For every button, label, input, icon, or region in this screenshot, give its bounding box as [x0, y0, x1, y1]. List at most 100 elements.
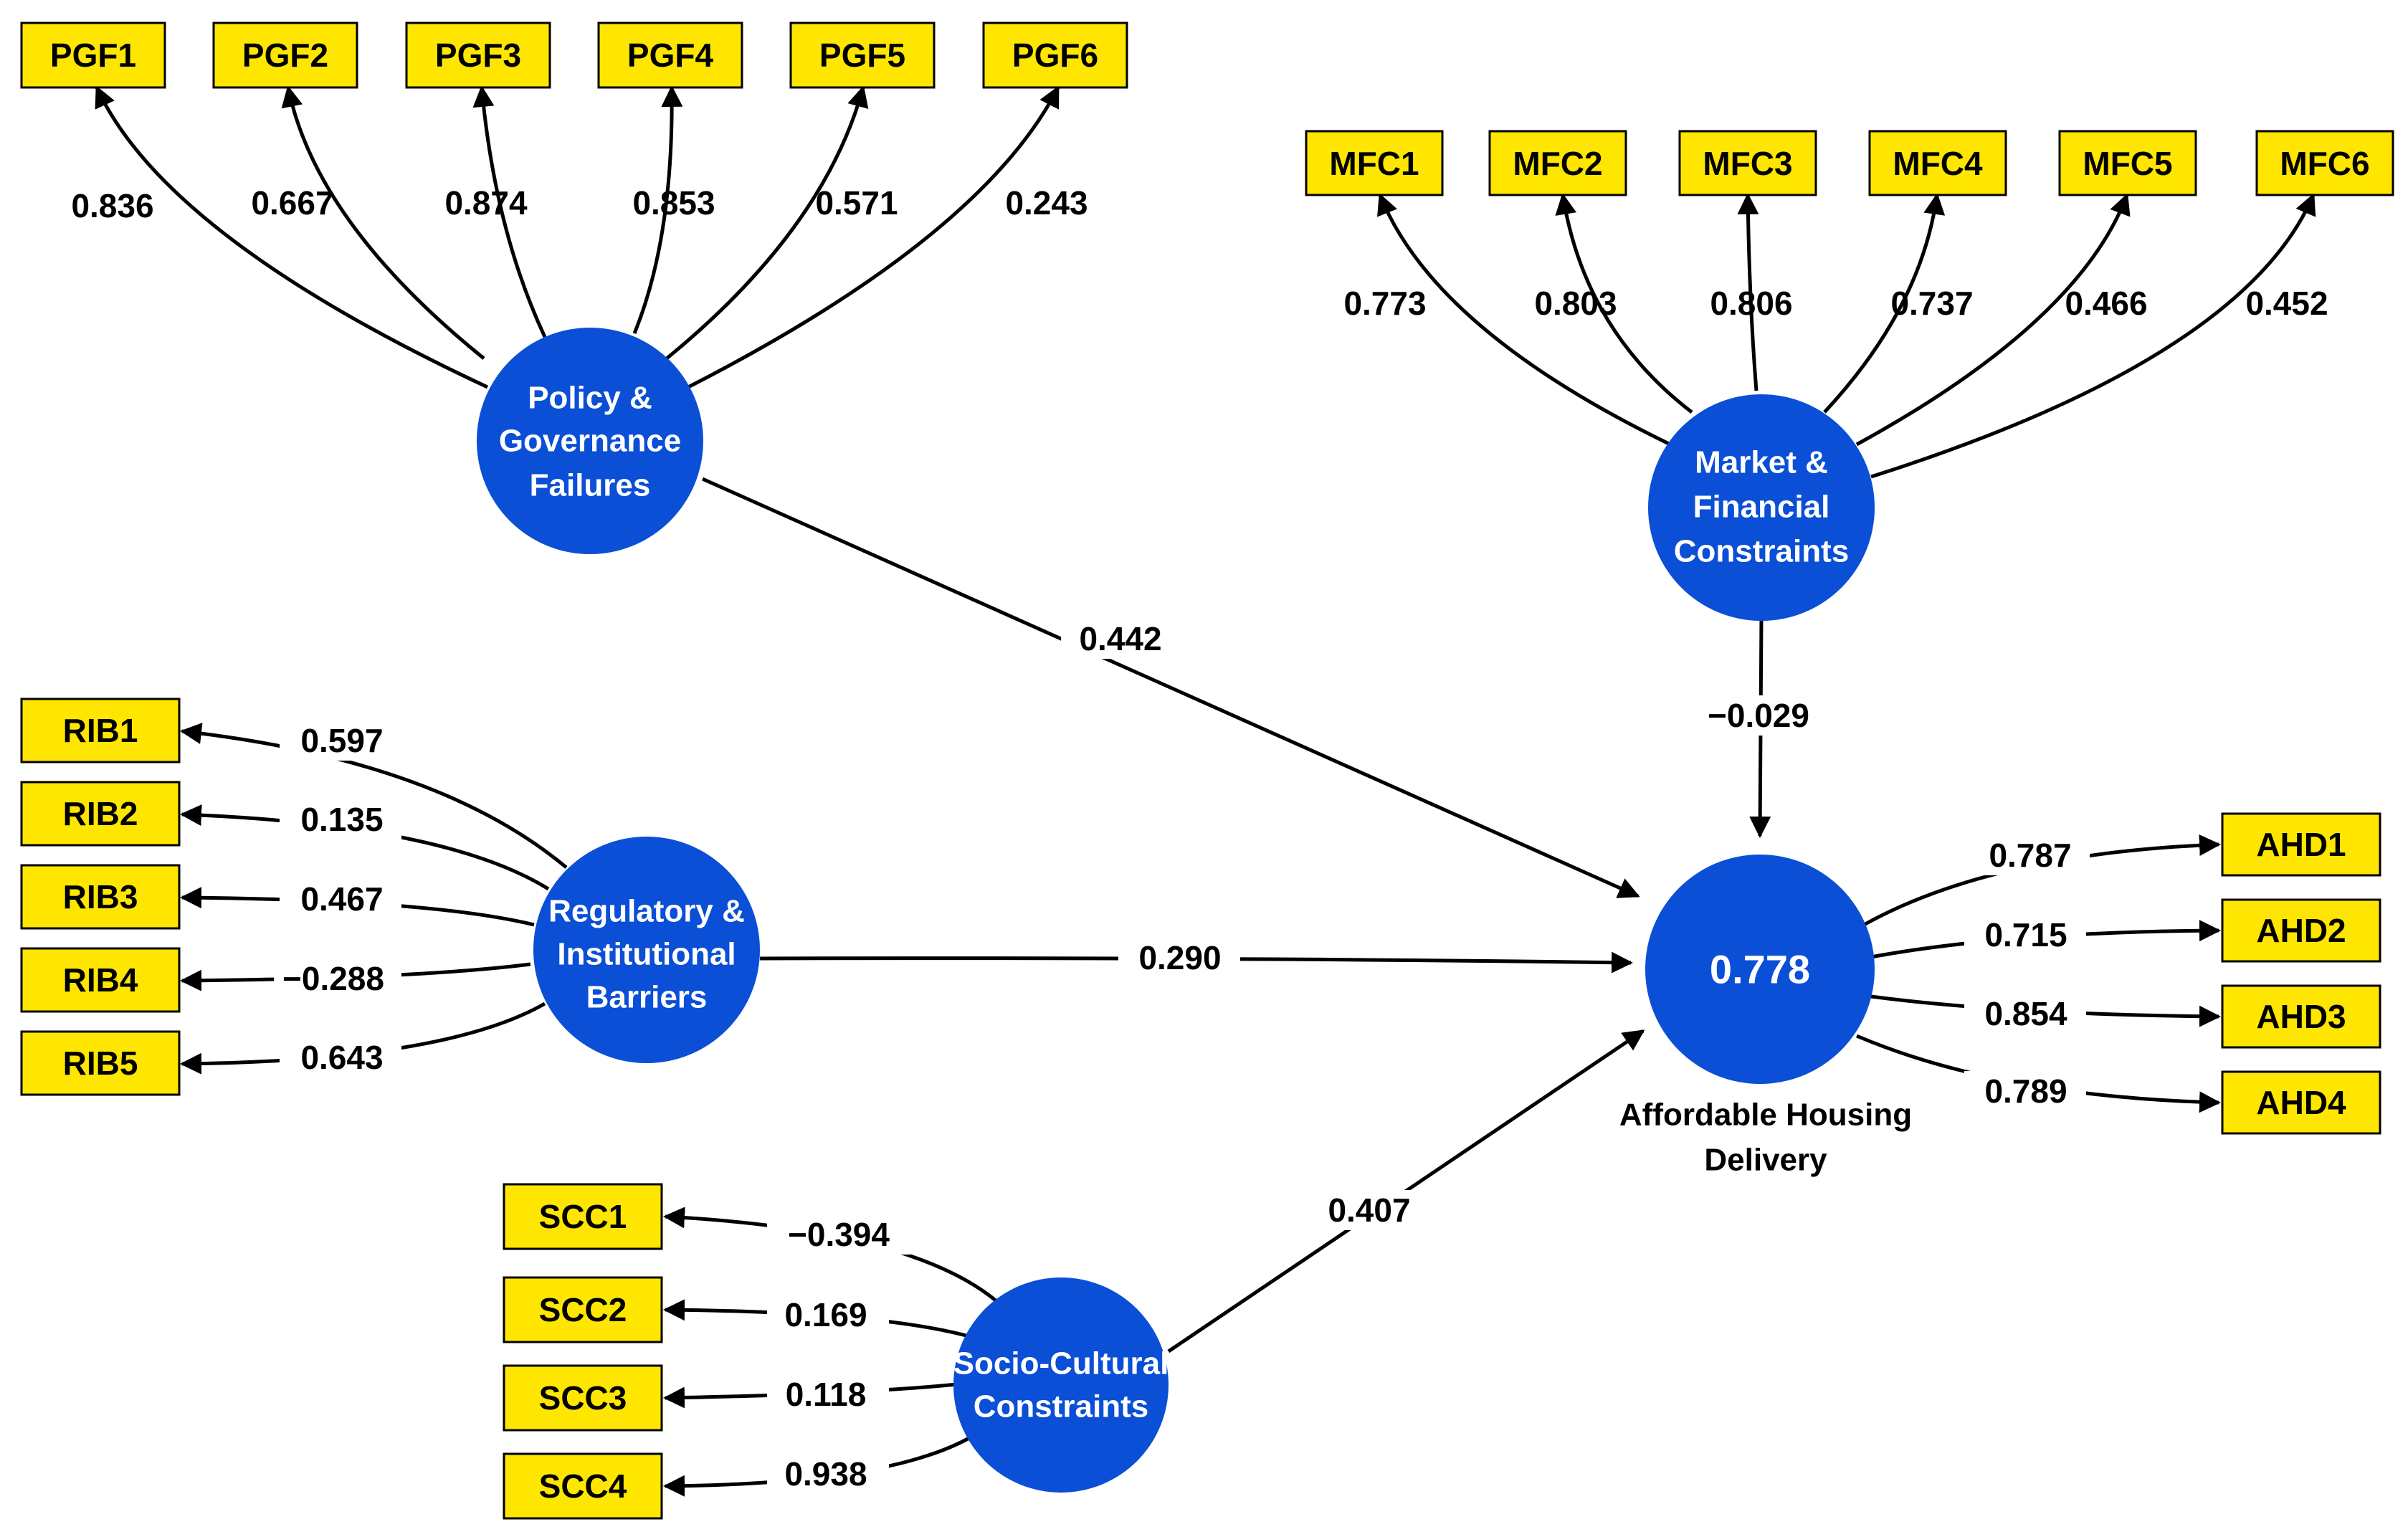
latent-label-line: Constraints	[1674, 534, 1849, 569]
path-pgf-pgf2	[281, 85, 485, 360]
indicator-mfc4: MFC4	[1868, 130, 2007, 196]
path-pgf-pgf1	[95, 85, 489, 389]
pgf-indicators: PGF1 PGF2 PGF3 PGF4 PGF5 PGF6	[20, 22, 1128, 89]
ahd-caption-line: Delivery	[1704, 1143, 1827, 1178]
latent-label-line: Governance	[499, 424, 681, 459]
path-mfc-mfc6	[1870, 193, 2316, 479]
indicator-ahd1: AHD1	[2221, 812, 2381, 877]
label-mask	[1692, 695, 1832, 736]
indicator-label: MFC2	[1513, 145, 1602, 182]
label-mask	[1968, 835, 2090, 875]
indicator-label: SCC2	[539, 1291, 627, 1328]
loading-pgf5: 0.571	[815, 184, 898, 222]
latent-label-line: Constraints	[974, 1389, 1148, 1424]
indicator-label: PGF1	[50, 37, 136, 74]
mfc-loading-paths	[1377, 193, 2316, 479]
indicator-pgf6: PGF6	[982, 22, 1128, 89]
indicator-label: RIB1	[63, 712, 138, 749]
loading-pgf1: 0.836	[71, 187, 153, 224]
latent-label-line: Socio-Cultural	[953, 1346, 1169, 1381]
latent-label-line: Institutional	[557, 937, 736, 972]
indicator-ahd4: AHD4	[2221, 1070, 2381, 1135]
latent-label-line: Market &	[1695, 445, 1828, 480]
indicator-mfc5: MFC5	[2058, 130, 2197, 196]
coef-scc-ahd: 0.407	[1328, 1191, 1410, 1229]
loading-mfc6: 0.452	[2245, 285, 2328, 322]
loading-rib5: 0.643	[300, 1039, 383, 1076]
path-mfc-mfc5	[1855, 193, 2131, 447]
indicator-label: AHD3	[2256, 998, 2346, 1035]
path-mfc-mfc2	[1555, 193, 1693, 414]
indicator-label: PGF3	[435, 37, 521, 74]
label-mask	[767, 1214, 910, 1255]
loading-ahd3: 0.854	[1984, 995, 2067, 1032]
label-mask	[1061, 619, 1183, 659]
indicator-pgf1: PGF1	[20, 22, 166, 89]
scc-indicators: SCC1 SCC2 SCC3 SCC4	[503, 1183, 663, 1520]
indicator-label: SCC3	[539, 1379, 627, 1417]
indicator-mfc1: MFC1	[1305, 130, 1444, 196]
loading-pgf6: 0.243	[1005, 184, 1088, 222]
coef-mfc-ahd: −0.029	[1708, 697, 1809, 734]
latent-regulatory-institutional-barriers: Regulatory & Institutional Barriers	[533, 837, 760, 1063]
indicator-rib3: RIB3	[20, 864, 181, 930]
indicator-label: SCC1	[539, 1198, 627, 1235]
loading-rib1: 0.597	[300, 722, 383, 759]
latent-label-line: Failures	[530, 468, 651, 503]
indicator-label: RIB5	[63, 1045, 138, 1082]
indicator-scc2: SCC2	[503, 1276, 663, 1343]
indicator-mfc2: MFC2	[1488, 130, 1627, 196]
indicator-scc3: SCC3	[503, 1364, 663, 1432]
indicator-label: MFC5	[2083, 145, 2172, 182]
indicator-pgf4: PGF4	[597, 22, 743, 89]
structural-coefficients: 0.442 −0.029 0.290 0.407	[1061, 619, 1832, 1230]
loading-pgf3: 0.874	[444, 184, 528, 222]
label-mask	[280, 720, 401, 761]
loading-ahd4: 0.789	[1984, 1072, 2067, 1110]
scc-loading-labels: −0.394 0.169 0.118 0.938	[767, 1214, 910, 1494]
path-pgf-pgf3	[472, 85, 547, 338]
pgf-loading-labels: 0.836 0.667 0.874 0.853 0.571 0.243	[71, 184, 1088, 224]
label-mask	[280, 879, 401, 919]
path-mfc-mfc4	[1823, 193, 1946, 414]
loading-ahd1: 0.787	[1989, 837, 2071, 874]
indicator-label: AHD1	[2256, 826, 2346, 863]
pgf-loading-paths	[95, 85, 1060, 389]
label-mask	[1964, 915, 2086, 955]
indicator-label: MFC6	[2280, 145, 2369, 182]
ahd-loading-labels: 0.787 0.715 0.854 0.789	[1964, 835, 2090, 1111]
latent-market-financial-constraints: Market & Financial Constraints	[1648, 394, 1875, 621]
indicator-label: RIB3	[63, 878, 138, 915]
loading-scc1: −0.394	[788, 1216, 890, 1253]
latent-label-line: Policy &	[528, 381, 652, 416]
latent-label-line: Barriers	[586, 980, 708, 1015]
indicator-label: AHD4	[2256, 1084, 2346, 1121]
path-pgf-pgf6	[687, 85, 1060, 389]
indicator-label: PGF6	[1012, 37, 1098, 74]
mfc-indicators: MFC1 MFC2 MFC3 MFC4 MFC5 MFC6	[1305, 130, 2394, 196]
indicator-pgf3: PGF3	[405, 22, 551, 89]
path-mfc-mfc1	[1377, 193, 1672, 447]
rib-loading-paths	[180, 723, 568, 1075]
loading-pgf2: 0.667	[251, 184, 333, 222]
indicator-ahd3: AHD3	[2221, 984, 2381, 1049]
indicator-rib2: RIB2	[20, 781, 181, 847]
label-mask	[767, 1295, 889, 1335]
loading-mfc3: 0.806	[1710, 285, 1792, 322]
label-mask	[1964, 1071, 2086, 1111]
coef-rib-ahd: 0.290	[1138, 939, 1221, 976]
loading-mfc4: 0.737	[1890, 285, 1973, 322]
loading-ahd2: 0.715	[1984, 916, 2067, 953]
indicator-label: MFC1	[1329, 145, 1419, 182]
loading-scc4: 0.938	[784, 1455, 867, 1493]
loading-rib3: 0.467	[300, 880, 383, 918]
label-mask	[1964, 994, 2086, 1034]
rib-loading-labels: 0.597 0.135 0.467 −0.288 0.643	[274, 720, 401, 1077]
latent-affordable-housing-delivery: 0.778	[1645, 855, 1875, 1084]
path-rib-rib2	[180, 804, 550, 891]
indicator-label: PGF4	[627, 37, 714, 74]
indicator-scc1: SCC1	[503, 1183, 663, 1250]
label-mask	[767, 1374, 889, 1414]
indicator-label: PGF2	[242, 37, 328, 74]
latent-label-line: Financial	[1693, 490, 1830, 525]
